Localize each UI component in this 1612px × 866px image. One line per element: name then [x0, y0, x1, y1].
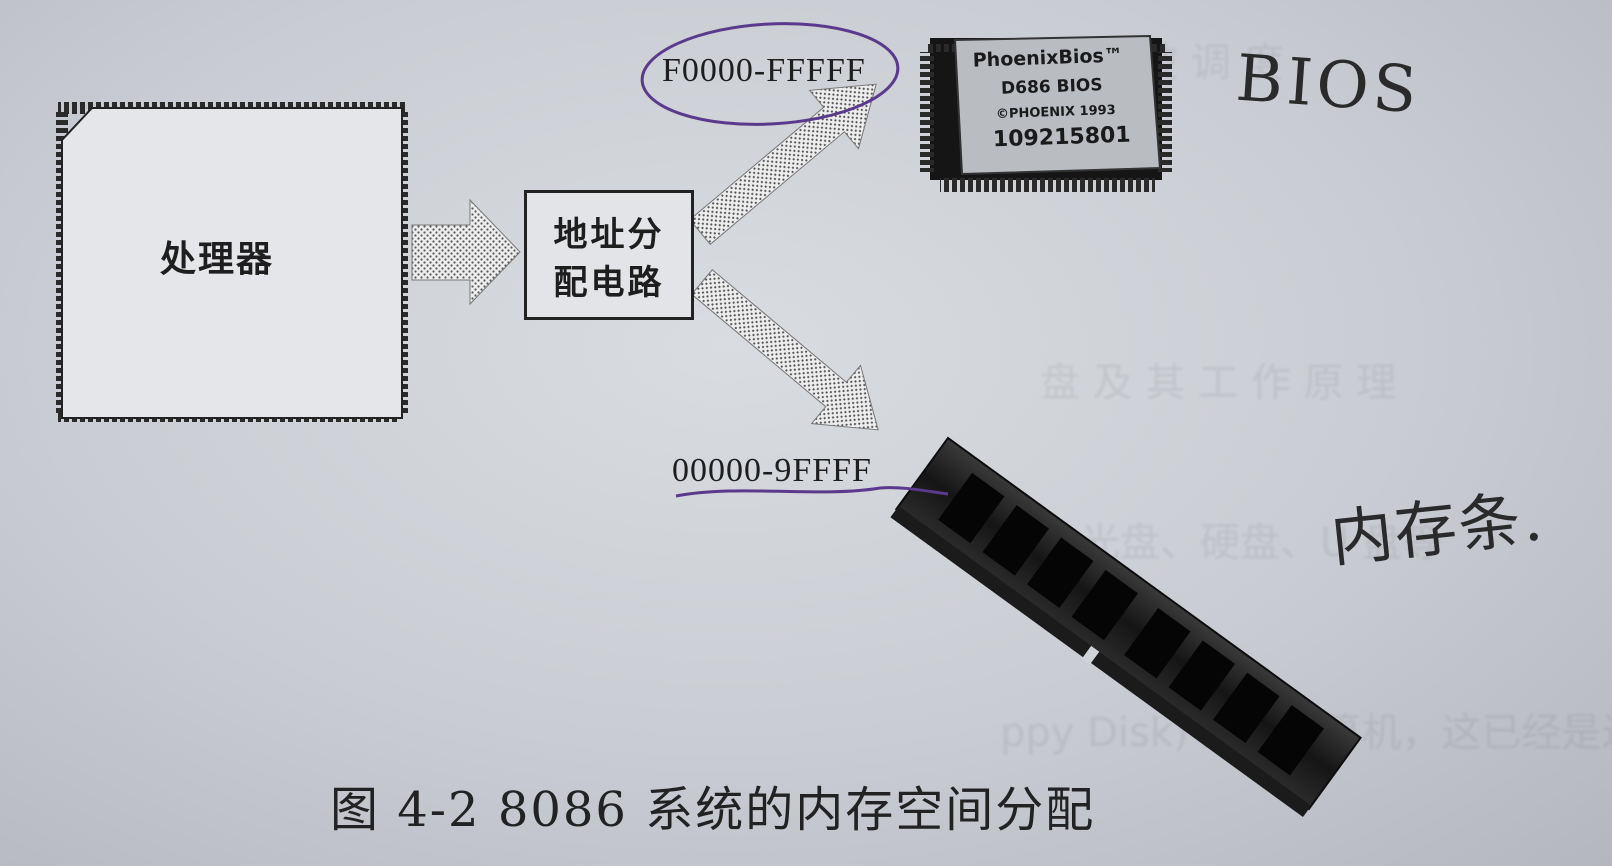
ram-address-range: 00000-9FFFF: [672, 452, 872, 489]
bios-chip-line3: ©PHOENIX 1993: [996, 103, 1116, 122]
processor-label: 处理器: [160, 239, 275, 280]
bios-chip-label: PhoenixBios™ D686 BIOS ©PHOENIX 1993 109…: [972, 44, 1131, 153]
bios-address-circle: [640, 22, 900, 126]
ram-address-underline: [675, 486, 949, 498]
bios-chip-line2: D686 BIOS: [1001, 75, 1103, 99]
address-decoder-label: 地址分 配电路: [527, 211, 691, 307]
figure-caption: 图 4-2 8086 系统的内存空间分配: [330, 782, 1096, 838]
bleed-through-text: 盘 及 其 工 作 原 理: [1040, 360, 1397, 406]
bios-chip-line1: PhoenixBios™: [972, 44, 1123, 71]
processor-to-decoder-arrow: [411, 198, 521, 306]
decoder-to-bios-arrow: [689, 83, 877, 245]
decoder-label-line2: 配电路: [553, 263, 665, 303]
address-decoder-box: 地址分 配电路: [524, 190, 694, 320]
bios-address-range: F0000-FFFFF: [662, 52, 866, 89]
decoder-to-ram-arrow: [691, 269, 879, 431]
processor-chip: [56, 102, 408, 422]
bios-chip: [920, 34, 1172, 192]
handwritten-bios-note: BIOS: [1233, 41, 1423, 129]
bios-chip-line4: 109215801: [992, 123, 1131, 153]
ram-module: [890, 436, 1362, 818]
decoder-label-line1: 地址分: [553, 215, 665, 255]
